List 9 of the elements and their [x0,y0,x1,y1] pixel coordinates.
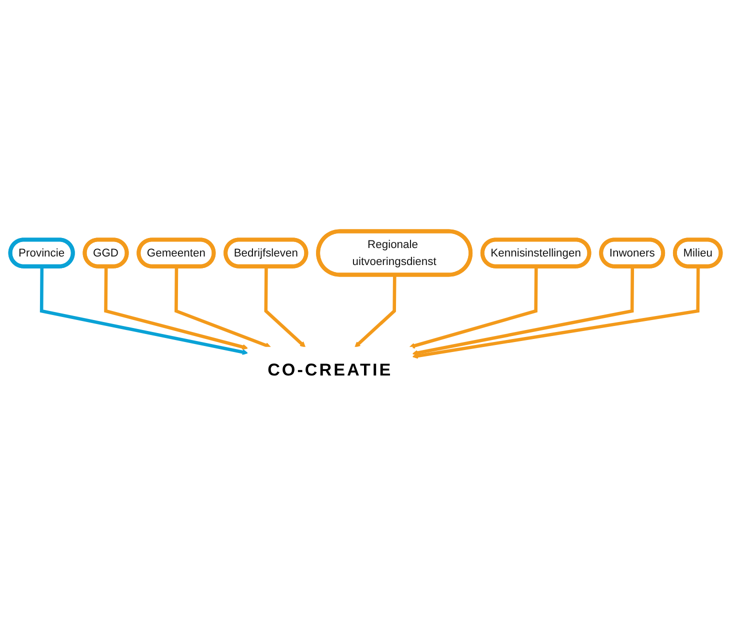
arrow [412,266,634,356]
arrow [40,266,248,354]
node-text: CO-CREATIE [268,359,393,380]
arrow [264,266,306,347]
arrow [412,266,700,358]
arrow [174,266,272,348]
arrow [409,266,538,348]
arrow [354,274,396,347]
arrow [104,266,248,350]
